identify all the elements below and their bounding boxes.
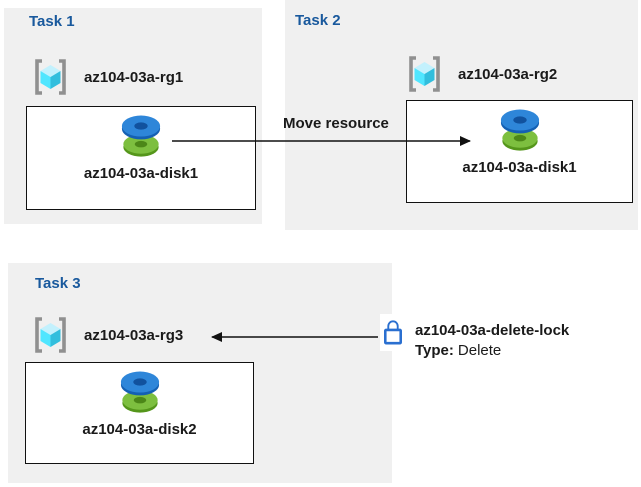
delete-lock-block: az104-03a-delete-lock Type:Delete [380,314,569,360]
task1-resource-label: az104-03a-disk1 [83,165,199,182]
task1-resource-group-label: az104-03a-rg1 [84,68,184,86]
task1-resource-group-row: az104-03a-rg1 [32,57,183,97]
resource-group-icon [32,57,69,97]
lock-text: az104-03a-delete-lock Type:Delete [415,321,569,360]
lock-icon [380,314,406,351]
task1-title: Task 1 [29,13,75,30]
move-resource-label: Move resource [283,115,389,132]
lock-type-line: Type:Delete [415,341,569,360]
task2-resource-group-row: az104-03a-rg2 [406,54,557,94]
task2-title: Task 2 [295,12,341,29]
task1-resource-box: az104-03a-disk1 [26,106,256,210]
task3-panel: Task 3 az104-03a-rg3 [8,263,392,483]
resource-group-icon [406,54,443,94]
disk-icon [499,101,541,153]
task3-resource-box: az104-03a-disk2 [25,362,254,464]
task3-resource-group-row: az104-03a-rg3 [32,315,183,355]
task3-resource-label: az104-03a-disk2 [82,421,197,438]
task2-resource-group-label: az104-03a-rg2 [458,65,558,83]
disk-icon [120,107,162,159]
resource-group-icon [32,315,69,355]
task2-resource-label: az104-03a-disk1 [462,159,577,176]
task2-panel: Task 2 az104-03a-rg2 [285,0,638,230]
lock-type-label: Type: [415,342,454,359]
disk-icon [119,363,161,415]
lock-type-value: Delete [457,342,502,359]
task3-resource-group-label: az104-03a-rg3 [84,326,184,344]
lock-name-label: az104-03a-delete-lock [415,322,570,339]
task2-resource-box: az104-03a-disk1 [406,100,633,203]
task3-title: Task 3 [35,275,81,292]
task1-panel: Task 1 az104-03a-rg1 [4,8,262,224]
